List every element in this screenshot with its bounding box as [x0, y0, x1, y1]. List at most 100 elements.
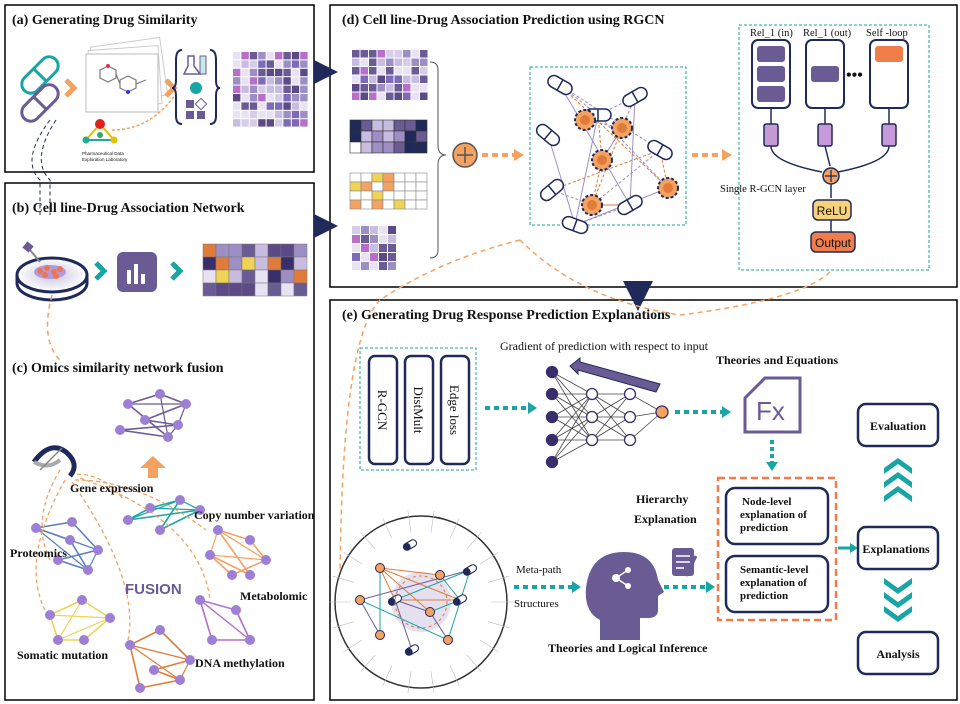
meta-path-nodes [329, 510, 513, 694]
panel-a-title: (a) Generating Drug Similarity [12, 13, 197, 28]
nn-neuron [585, 410, 599, 424]
omics-node [245, 635, 255, 645]
omics-node [227, 570, 237, 580]
function-fx-icon: Fx [743, 376, 802, 434]
cell-line-node [591, 149, 613, 171]
explanations-label: Explanations [862, 542, 930, 556]
drug-node [617, 194, 643, 216]
models-box [359, 347, 477, 471]
omics-node [140, 415, 150, 425]
omics-node [173, 420, 183, 430]
omics-node [261, 555, 271, 565]
omics-node [175, 495, 185, 505]
omics-node [67, 517, 77, 527]
cell-line-node [611, 117, 633, 139]
omics-node [245, 570, 255, 580]
output-label: Output [815, 236, 852, 250]
relu-label: ReLU [817, 204, 848, 218]
logo-text-1: Pharmaceutical Data [82, 151, 124, 156]
omics-node [145, 503, 155, 513]
rgcn-layer-box [738, 24, 930, 271]
layer-label: Single R-GCN layer [720, 184, 806, 195]
model-card [403, 354, 435, 466]
hierarchy-1: Hierarchy [636, 492, 688, 506]
chevron-down-icons [884, 578, 912, 622]
neural-network-icon [545, 365, 669, 469]
capsule-icon [20, 83, 60, 123]
node-level-2: explanation of [740, 509, 807, 521]
model-card [439, 354, 471, 466]
drug-node [547, 74, 573, 96]
dashed-arrow [111, 94, 176, 131]
evaluation-label: Evaluation [870, 419, 926, 433]
self-loop-label: Self -loop [866, 28, 908, 39]
dashed-link [339, 239, 831, 601]
nn-neuron [585, 433, 599, 447]
chevron-right-icon [64, 78, 78, 98]
explanation-box [716, 476, 838, 622]
fusion-label: FUSION [125, 581, 182, 598]
dashed-link [40, 119, 57, 215]
omics-node [105, 613, 115, 623]
meta-path-label: Meta-path [516, 564, 562, 576]
omics-node [79, 635, 89, 645]
chevron-right-icon [94, 261, 108, 281]
fx-label: Fx [756, 396, 785, 426]
similarity-icons [171, 49, 221, 125]
output-block [810, 231, 856, 253]
panel-d-title: (d) Cell line-Drug Association Predictio… [342, 13, 665, 28]
omics-node [245, 535, 255, 545]
nn-neuron [545, 410, 559, 424]
logo-text-2: Exploration Laboratory [82, 157, 128, 162]
evaluation-card [856, 402, 940, 448]
capsule-icon [20, 55, 60, 95]
nn-neuron [623, 410, 637, 424]
omics-node [65, 535, 75, 545]
nn-neuron [545, 387, 559, 401]
nn-neuron [623, 433, 637, 447]
nn-neuron [545, 433, 559, 447]
cell-node [375, 630, 385, 640]
molecule-cards-icon [85, 36, 169, 113]
omics-node [195, 595, 205, 605]
drug-cell-graph [535, 74, 679, 235]
arrow-up-icon [140, 456, 166, 478]
chevron-up-icons [884, 458, 912, 502]
node-level-card [724, 486, 830, 546]
omics-node [53, 635, 63, 645]
omics-node [31, 523, 41, 533]
semantic-level-2: explanation of [740, 577, 807, 589]
explanations-card [856, 525, 940, 571]
petri-dish-icon [15, 241, 89, 302]
omics-somatic: Somatic mutation [17, 648, 108, 662]
chevron-right-icon [170, 261, 184, 281]
head-icon [585, 552, 664, 640]
omics-node [149, 665, 159, 675]
dashed-link [31, 119, 51, 215]
pharma-lab-logo [82, 119, 118, 144]
drug-node [462, 564, 478, 576]
semantic-level-3: prediction [740, 590, 788, 602]
model-card [367, 354, 399, 466]
cell-node [443, 635, 453, 645]
omics-node [115, 425, 125, 435]
plus-operator-icon [452, 142, 478, 168]
omics-node [135, 683, 145, 693]
sum-operator-icon [822, 167, 840, 185]
drug-node [561, 215, 589, 235]
omics-networks [31, 389, 271, 693]
nn-neuron [545, 365, 559, 379]
omics-node [53, 555, 63, 565]
omics-node [175, 675, 185, 685]
rel-in-stack [751, 39, 791, 109]
bracket [429, 61, 447, 259]
omics-node [155, 625, 165, 635]
omics-metabolomic: Metabolomic [240, 589, 308, 603]
theories-equations: Theories and Equations [716, 353, 838, 367]
dashed-link [46, 294, 61, 361]
omics-node [77, 595, 87, 605]
rel-out-label: Rel_1 (out) [803, 28, 852, 39]
cell-line-node [574, 109, 596, 131]
omics-node [231, 605, 241, 615]
